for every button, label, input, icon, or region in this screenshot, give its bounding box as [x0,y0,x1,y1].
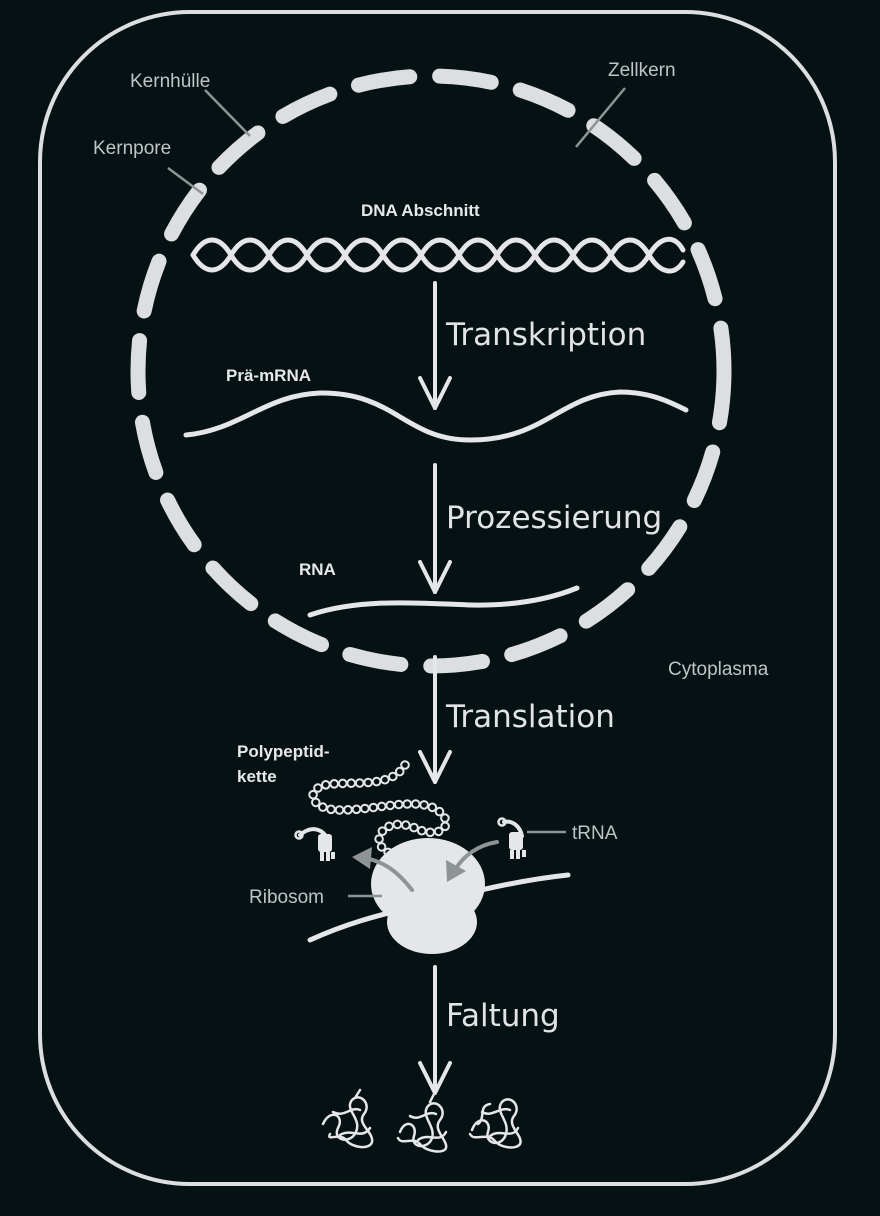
transcription-arrow [418,281,452,410]
amino-acid-bead [321,780,331,790]
amino-acid-bead [401,820,411,830]
amino-acid-bead [360,803,370,814]
kernpore-label: Kernpore [93,138,171,159]
amino-acid-bead [318,802,328,812]
nuclear-envelope [130,68,732,674]
transcription-label: Transkription [445,317,646,353]
amino-acid-bead [434,806,445,817]
rna-label: RNA [299,560,336,579]
amino-acid-bead [402,799,413,809]
amino-acid-bead [334,805,345,815]
amino-acid-bead [311,797,321,808]
amino-acid-bead [384,821,394,832]
trna-right [497,817,526,859]
folded-protein-3 [468,1098,522,1149]
dna-strand-2 [190,237,686,274]
amino-acid-bead [308,789,318,800]
kernpore-leader [167,166,204,196]
processing-label: Prozessierung [446,500,662,536]
amino-acid-bead [385,800,396,811]
dna-label: DNA Abschnitt [361,201,480,220]
amino-acid-bead [337,778,348,789]
pre-mrna-strand [183,389,689,443]
amino-acid-bead [343,805,353,815]
amino-acid-bead [433,826,444,837]
folded-protein-1 [321,1088,374,1149]
dna-strand-1 [190,236,686,273]
amino-acid-bead [363,777,374,788]
amino-acid-bead [377,801,387,812]
zellkern-leader [575,87,626,148]
amino-acid-bead [440,821,450,832]
amino-acid-bead [354,778,365,788]
amino-acid-bead [329,779,340,789]
translation-arrow [418,655,452,784]
amino-acid-bead [419,800,429,810]
trna-label: tRNA [572,823,618,844]
trna-left [294,827,335,861]
amino-acid-bead [425,827,436,838]
amino-acid-bead [409,822,419,833]
amino-acid-bead [377,826,388,837]
pre-mrna-label: Prä-mRNA [226,366,311,385]
amino-acid-bead [313,783,323,793]
processing-arrow [418,463,452,594]
folding-arrow [418,965,452,1095]
amino-acid-bead [380,774,390,785]
kernhuelle-leader [204,89,251,137]
cell-membrane [38,10,837,1186]
ribosome [371,838,485,954]
amino-acid-bead [371,776,382,787]
amino-acid-bead [346,778,357,789]
translation-label: Translation [445,699,615,735]
amino-acid-bead [400,760,410,770]
amino-acid-bead [394,766,405,777]
ribosome-exit-arrow [352,847,414,892]
amino-acid-bead [326,804,336,815]
amino-acid-bead [351,804,362,815]
folded-protein-2 [396,1092,448,1153]
amino-acid-bead [374,834,384,844]
amino-acid-bead [393,799,404,810]
rna-strand [307,585,580,618]
trna-entry-arrow [446,840,499,882]
ribosom-label: Ribosom [249,887,324,908]
amino-acid-bead [417,825,427,836]
polypeptide-label-line1: Polypeptid- [237,742,330,761]
folding-label: Faltung [446,998,560,1034]
amino-acid-bead [388,771,398,782]
polypeptide-label-line2: kette [237,767,277,786]
amino-acid-bead [410,799,421,809]
kernhuelle-label: Kernhülle [130,71,210,92]
amino-acid-bead [376,842,387,852]
amino-acid-bead [368,802,379,813]
amino-acid-bead [392,819,403,830]
amino-acid-bead [440,813,450,823]
amino-acid-bead [427,802,438,813]
zellkern-label: Zellkern [608,60,676,81]
cytoplasma-label: Cytoplasma [668,659,769,680]
